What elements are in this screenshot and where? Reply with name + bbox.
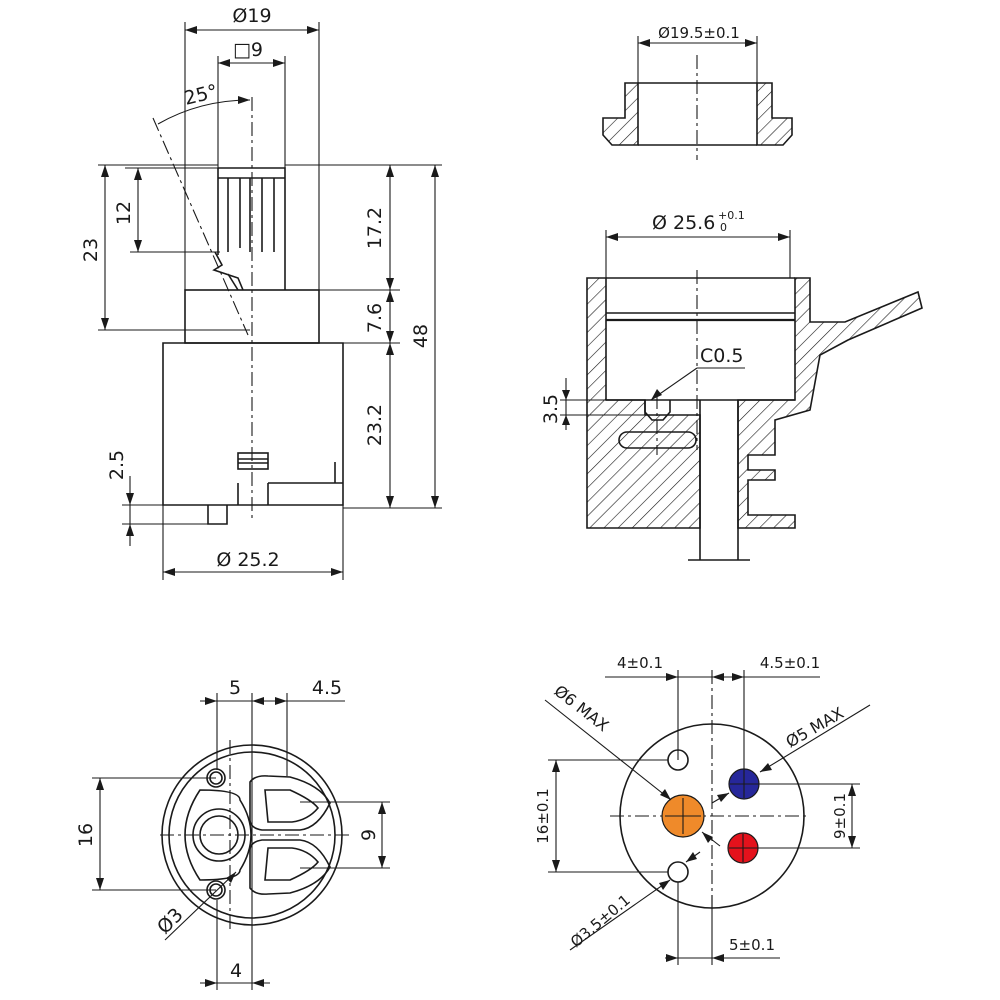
dim-chamfer: C0.5 [650, 345, 745, 401]
label-h12: 12 [113, 201, 135, 225]
dim-h48: 48 [410, 165, 439, 508]
dim-x4: 4±0.1 [605, 654, 724, 760]
label-x5: 5±0.1 [729, 936, 775, 954]
dim-d25-6: Ø 25.6 +0.1 0 [605, 209, 791, 278]
label-d25-6: Ø 25.6 [652, 212, 715, 234]
label-port-h16: 16±0.1 [534, 788, 552, 844]
dim-x4-5: 4.5±0.1 [712, 654, 820, 770]
dim-angle: 25° [157, 80, 251, 125]
label-w4: 4 [230, 960, 242, 982]
label-d6max: Ø6 MAX [551, 681, 613, 735]
port-bottom-inner [264, 847, 320, 881]
dim-sq9: □9 [217, 39, 286, 168]
label-sq9: □9 [233, 39, 263, 61]
dim-h3-5: 3.5 [540, 378, 645, 430]
label-h23: 23 [80, 238, 102, 262]
label-d19-5: Ø19.5±0.1 [658, 24, 740, 42]
label-d3-5: Ø3.5±0.1 [567, 891, 634, 951]
label-x4-5: 4.5±0.1 [760, 654, 820, 672]
ring-right-section [756, 82, 793, 146]
stem [212, 167, 286, 291]
label-d25-2: Ø 25.2 [216, 549, 279, 571]
port-top-inner [264, 789, 320, 823]
bottom-view: 5 4.5 16 9 Ø3 [75, 677, 390, 990]
label-port-h9: 9±0.1 [831, 793, 849, 839]
label-d25-6-tol-lower: 0 [720, 221, 727, 234]
label-h23-2: 23.2 [364, 404, 386, 446]
label-d19: Ø19 [232, 5, 271, 27]
port-top-outline [249, 775, 331, 831]
port-layout: 4±0.1 4.5±0.1 Ø6 MAX Ø5 MAX [534, 654, 871, 965]
label-w4-5: 4.5 [312, 677, 342, 699]
label-h17-2: 17.2 [364, 207, 386, 249]
dim-w4: 4 [200, 900, 270, 990]
ring-view: Ø19.5±0.1 [602, 24, 793, 160]
label-d25-6-tol-upper: +0.1 [718, 209, 745, 222]
dim-h2-5: 2.5 [106, 450, 208, 546]
rotation-angle-line [152, 117, 249, 336]
label-h48: 48 [410, 324, 432, 348]
pin-hole-bottom [667, 861, 689, 883]
dim-x5: 5±0.1 [665, 882, 780, 965]
housing-left-section [586, 277, 701, 529]
dim-port-h16: 16±0.1 [534, 759, 668, 873]
dim-h23: 23 [80, 164, 250, 331]
dim-h16: 16 [75, 777, 216, 891]
label-h9: 9 [358, 829, 380, 841]
label-h7-6: 7.6 [364, 303, 386, 333]
dim-d25-2: Ø 25.2 [162, 505, 344, 580]
housing-right-section [737, 277, 923, 529]
label-angle: 25° [182, 80, 220, 109]
label-d3: Ø3 [153, 904, 188, 939]
dim-port-h9: 9±0.1 [757, 783, 860, 849]
label-h3-5: 3.5 [540, 394, 562, 424]
dim-w4-5: 4.5 [275, 677, 342, 776]
bore-slot [618, 431, 697, 449]
label-h16: 16 [75, 823, 97, 847]
dim-d3: Ø3 [153, 871, 237, 941]
label-w5: 5 [229, 677, 241, 699]
dim-w5: 5 [200, 677, 345, 920]
label-x4: 4±0.1 [617, 654, 663, 672]
label-h2-5: 2.5 [106, 450, 128, 480]
dim-h12: 12 [113, 167, 220, 253]
body [162, 342, 344, 525]
label-d5max: Ø5 MAX [783, 703, 848, 751]
port-bottom-outline [249, 839, 331, 895]
center-boss-outline [184, 789, 252, 881]
dim-h9: 9 [300, 801, 390, 869]
ring-left-section [602, 82, 639, 146]
dim-d19: Ø19 [184, 5, 320, 290]
seat-section: Ø 25.6 +0.1 0 C0.5 3.5 [540, 209, 923, 561]
dim-chain-right: 17.2 7.6 23.2 [285, 164, 442, 509]
dim-d19-5: Ø19.5±0.1 [637, 24, 758, 83]
side-view: Ø19 □9 25° 12 [80, 5, 442, 580]
label-chamfer: C0.5 [700, 345, 743, 367]
